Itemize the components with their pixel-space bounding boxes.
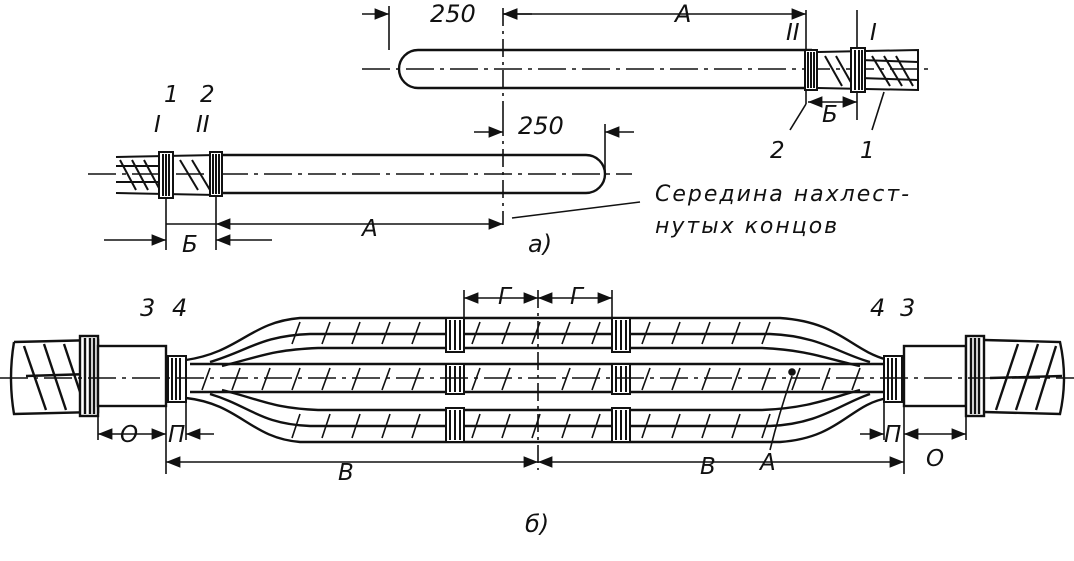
seizing-ii-left <box>209 151 223 197</box>
rope-left-end <box>9 334 100 418</box>
dim-v-left: В <box>338 460 354 486</box>
strand-seizings <box>445 317 631 443</box>
num-2-top: 2 <box>770 138 785 164</box>
dim-b-left: Б <box>182 232 198 258</box>
sleeve-left <box>96 344 168 408</box>
dim-v-right: В <box>700 454 716 480</box>
dim-b-top: Б <box>822 102 838 128</box>
dimension-lines-left <box>104 126 641 246</box>
dim-o-left: О <box>120 422 139 448</box>
dim-g-right: Г <box>570 284 583 310</box>
dim-250-left: 250 <box>518 112 564 140</box>
strand-bundle <box>185 316 889 444</box>
dim-a-b: A <box>760 450 776 476</box>
num-1-top: 1 <box>860 138 875 164</box>
rope-end-left <box>88 118 632 250</box>
dim-o-right: О <box>926 446 945 472</box>
num-1-left: 1 <box>164 82 179 108</box>
note-line2: нутых концов <box>655 214 840 239</box>
note-line1: Середина нахлест- <box>655 182 912 207</box>
num-3-right: 3 <box>900 294 916 322</box>
roman-i-top: I <box>870 20 877 46</box>
sleeve-right <box>902 344 968 408</box>
num-4-left: 4 <box>172 294 188 322</box>
seizing-i-left <box>158 151 174 199</box>
seizing-4-right <box>883 355 903 403</box>
dim-p-right: П <box>884 422 902 448</box>
roman-ii-left: II <box>196 112 210 138</box>
twisted-rope-top <box>817 48 919 92</box>
caption-a: а) <box>528 230 553 258</box>
strand-hatching <box>201 321 861 439</box>
rope-right-end <box>964 334 1066 418</box>
num-3-left: 3 <box>140 294 156 322</box>
seizing-4-left <box>167 355 187 403</box>
dim-a-left: A <box>362 216 378 242</box>
dim-p-left: П <box>168 422 186 448</box>
dim-250-top: 250 <box>430 0 476 28</box>
seizing-ii-top <box>804 49 818 91</box>
seizing-i-top <box>850 47 866 93</box>
dimension-lines-b <box>98 292 966 468</box>
num-2-left: 2 <box>200 82 215 108</box>
dim-a-top: A <box>675 0 692 28</box>
dimension-lines-top <box>362 8 885 131</box>
caption-b: б) <box>525 510 550 538</box>
num-4-right: 4 <box>870 294 886 322</box>
roman-i-left: I <box>154 112 161 138</box>
roman-ii-top: II <box>786 20 800 46</box>
dim-g-left: Г <box>498 284 511 310</box>
